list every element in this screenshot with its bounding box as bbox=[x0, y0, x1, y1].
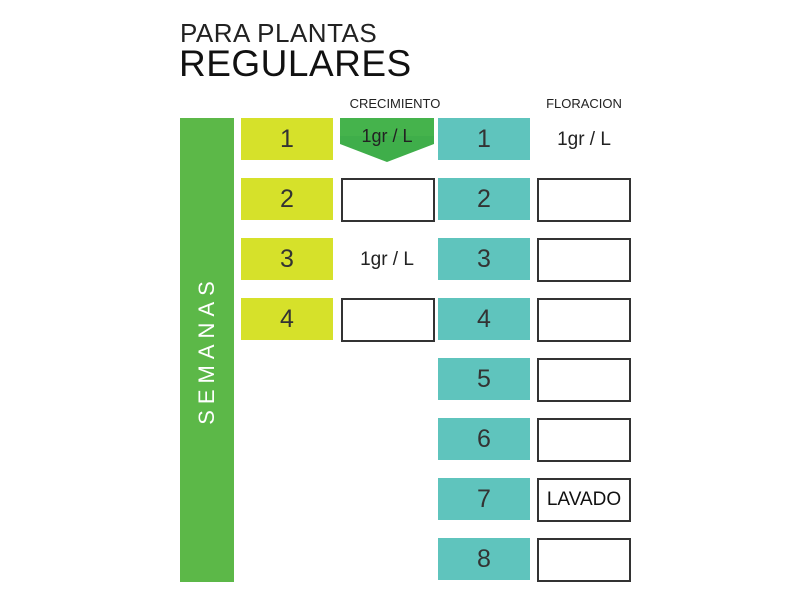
title-line-1: PARA PLANTAS bbox=[180, 18, 378, 48]
flowering-value-3 bbox=[537, 238, 631, 282]
growth-week-2: 2 bbox=[241, 178, 333, 220]
growth-value-1: 1gr / L bbox=[340, 118, 434, 162]
flowering-value-8 bbox=[537, 538, 631, 582]
flowering-value-2 bbox=[537, 178, 631, 222]
flowering-value-7: LAVADO bbox=[537, 478, 631, 522]
growth-value-1-label: 1gr / L bbox=[361, 125, 413, 146]
growth-value-2 bbox=[341, 178, 435, 222]
flowering-week-1: 1 bbox=[438, 118, 530, 160]
down-arrow-icon bbox=[340, 118, 434, 162]
flowering-header: FLORACION bbox=[546, 96, 622, 111]
flowering-week-7: 7 bbox=[438, 478, 530, 520]
flowering-week-4: 4 bbox=[438, 298, 530, 340]
flowering-value-4 bbox=[537, 298, 631, 342]
growth-header: CRECIMIENTO bbox=[349, 96, 441, 111]
flowering-week-6: 6 bbox=[438, 418, 530, 460]
flowering-value-6 bbox=[537, 418, 631, 462]
semanas-label: SEMANAS bbox=[194, 275, 219, 425]
growth-week-4: 4 bbox=[241, 298, 333, 340]
semanas-bar bbox=[180, 118, 234, 582]
growth-value-3: 1gr / L bbox=[360, 249, 414, 270]
title-line-2: REGULARES bbox=[179, 43, 412, 84]
flowering-value-1: 1gr / L bbox=[557, 129, 611, 150]
flowering-week-2: 2 bbox=[438, 178, 530, 220]
growth-week-1: 1 bbox=[241, 118, 333, 160]
flowering-week-3: 3 bbox=[438, 238, 530, 280]
flowering-week-5: 5 bbox=[438, 358, 530, 400]
flowering-value-5 bbox=[537, 358, 631, 402]
flowering-week-8: 8 bbox=[438, 538, 530, 580]
growth-value-4 bbox=[341, 298, 435, 342]
growth-week-3: 3 bbox=[241, 238, 333, 280]
